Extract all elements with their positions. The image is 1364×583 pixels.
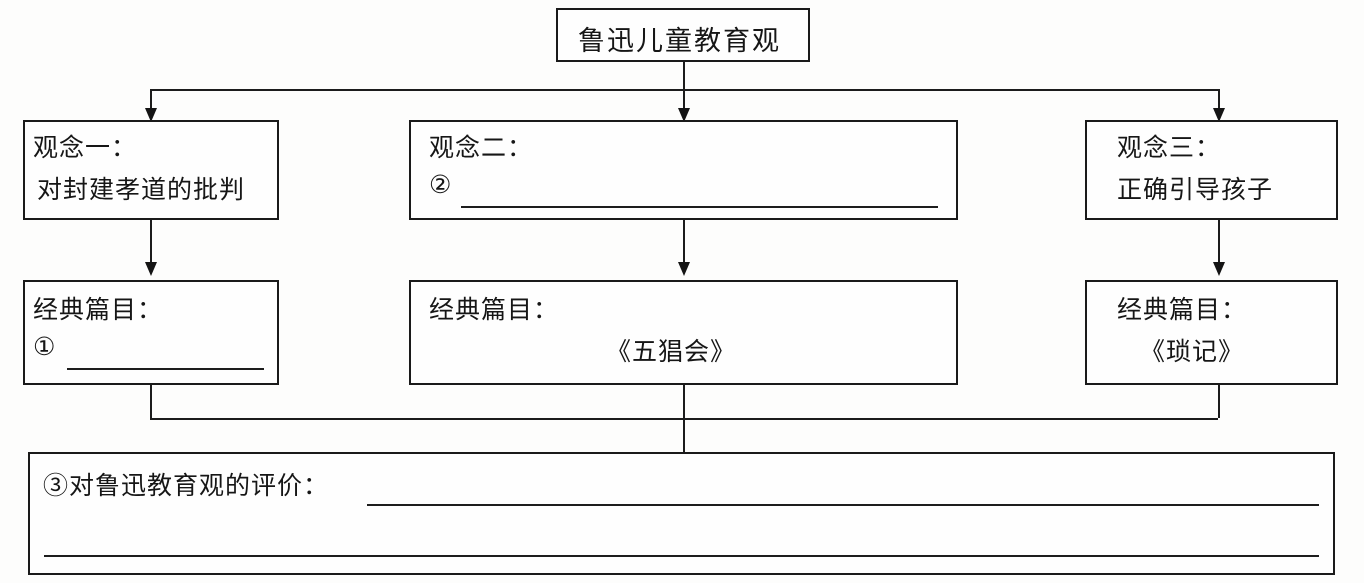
work-3-content: 《琐记》 xyxy=(1140,337,1245,366)
merge-drop-work-3 xyxy=(1218,385,1220,418)
work-1-blank-line[interactable] xyxy=(67,368,264,370)
evaluation-box: ③对鲁迅教育观的评价： xyxy=(28,452,1335,575)
connector-concept-3-to-work-3 xyxy=(1218,220,1220,266)
work-2-content: 《五猖会》 xyxy=(606,337,737,366)
arrowhead-concept-3 xyxy=(1213,108,1225,122)
arrowhead-concept-2 xyxy=(678,108,690,122)
connector-title-to-concept-1 xyxy=(150,89,152,115)
connector-title-to-concept-3 xyxy=(1218,89,1220,115)
arrowhead-work-2 xyxy=(678,262,690,276)
work-1-blank-marker: ① xyxy=(33,332,57,361)
concept-box-1: 观念一： 对封建孝道的批判 xyxy=(23,120,279,220)
evaluation-blank-line-2[interactable] xyxy=(44,555,1319,557)
merge-drop-work-1 xyxy=(150,385,152,418)
connector-concept-1-to-work-1 xyxy=(150,220,152,266)
concept-1-content: 对封建孝道的批判 xyxy=(37,175,246,204)
title-box-label: 鲁迅儿童教育观 xyxy=(578,26,781,57)
work-1-heading: 经典篇目： xyxy=(33,295,164,324)
evaluation-label: ③对鲁迅教育观的评价： xyxy=(43,471,330,500)
arrowhead-work-3 xyxy=(1213,262,1225,276)
concept-box-3: 观念三： 正确引导孩子 xyxy=(1085,120,1338,220)
work-box-3: 经典篇目： 《琐记》 xyxy=(1085,280,1338,385)
title-stem xyxy=(683,62,685,90)
concept-2-blank-marker: ② xyxy=(429,170,453,199)
concept-3-heading: 观念三： xyxy=(1117,133,1222,162)
arrowhead-work-1 xyxy=(145,262,157,276)
merge-stem-to-evaluation xyxy=(683,385,685,452)
concept-3-content: 正确引导孩子 xyxy=(1117,175,1274,204)
concept-1-heading: 观念一： xyxy=(33,133,138,162)
work-box-1: 经典篇目： ① xyxy=(23,280,279,385)
work-box-2: 经典篇目： 《五猖会》 xyxy=(409,280,958,385)
arrowhead-concept-1 xyxy=(145,108,157,122)
title-box: 鲁迅儿童教育观 xyxy=(556,8,810,62)
work-2-heading: 经典篇目： xyxy=(429,295,560,324)
concept-box-2: 观念二： ② xyxy=(409,120,958,220)
work-3-heading: 经典篇目： xyxy=(1117,295,1248,324)
connector-concept-2-to-work-2 xyxy=(683,220,685,266)
connector-title-to-concept-2 xyxy=(683,89,685,115)
concept-2-heading: 观念二： xyxy=(429,133,534,162)
concept-2-blank-line[interactable] xyxy=(461,206,938,208)
evaluation-blank-line-1[interactable] xyxy=(367,504,1319,506)
